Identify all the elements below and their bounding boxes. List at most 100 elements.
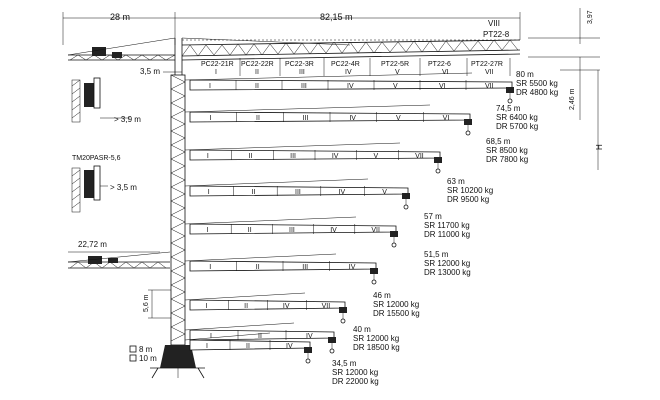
segment-label: III bbox=[303, 115, 309, 122]
hook-icon bbox=[340, 318, 346, 324]
counter-jib-2-dim: 22,72 m bbox=[78, 240, 107, 249]
config-dr: DR 11000 kg bbox=[424, 230, 470, 239]
clearance-2: > 3,5 m bbox=[110, 183, 137, 192]
trolley-icon bbox=[390, 231, 398, 237]
segment-label: I bbox=[210, 333, 212, 340]
segment-label: II bbox=[251, 189, 255, 196]
config-dr: DR 4800 kg bbox=[516, 88, 558, 97]
jib-dim: 82,15 m bbox=[320, 12, 353, 22]
segment-label: VII bbox=[415, 153, 424, 160]
segment-label: IV bbox=[349, 264, 356, 271]
config-dr: DR 22000 kg bbox=[332, 377, 379, 386]
tie-line bbox=[184, 292, 306, 301]
top-crane: 3,5 m bbox=[67, 37, 521, 76]
trolley-icon bbox=[304, 347, 312, 353]
top-model: PT22-8 bbox=[483, 30, 510, 39]
segment-label: VII bbox=[371, 227, 380, 234]
config-sr: SR 12000 kg bbox=[373, 300, 419, 309]
tie-line bbox=[184, 72, 473, 81]
config-reach: 40 m bbox=[353, 325, 371, 334]
segment-label: IV bbox=[286, 343, 293, 350]
segment-label: I bbox=[207, 153, 209, 160]
segment-label: IV bbox=[347, 83, 354, 90]
hook-icon bbox=[371, 279, 377, 285]
jib-head-roman: VI bbox=[442, 69, 449, 76]
jib-head-model: PC22-4R bbox=[331, 61, 360, 68]
config-reach: 63 m bbox=[447, 177, 465, 186]
config-sr: SR 6400 kg bbox=[496, 113, 538, 122]
tie-line bbox=[184, 142, 401, 151]
segment-label: VII bbox=[322, 303, 331, 310]
top-roman: VIII bbox=[488, 19, 500, 28]
base-8-label: 8 m bbox=[139, 345, 153, 354]
segment-label: V bbox=[396, 115, 401, 122]
trolley-icon bbox=[328, 337, 336, 343]
height-dim-mid: 2,46 m bbox=[569, 88, 576, 110]
base-10-label: 10 m bbox=[139, 354, 157, 363]
segment-label: IV bbox=[349, 115, 356, 122]
segment-label: V bbox=[374, 153, 379, 160]
config-dr: DR 18500 kg bbox=[353, 343, 400, 352]
hook-icon bbox=[391, 242, 397, 248]
jib-head-model: PT22-27R bbox=[471, 61, 503, 68]
segment-label: III bbox=[295, 189, 301, 196]
config-dr: DR 9500 kg bbox=[447, 195, 489, 204]
segment-label: I bbox=[205, 303, 207, 310]
config-reach: 46 m bbox=[373, 291, 391, 300]
segment-label: IV bbox=[339, 189, 346, 196]
hook-icon bbox=[507, 98, 513, 104]
left-side-details: > 3,9 m TM20PASR-5,6 > 3,5 m 22,72 m 5,6… bbox=[67, 77, 171, 363]
segment-label: IV bbox=[332, 153, 339, 160]
top-dimensions: 28 m 82,15 m 3,97 2,46 m H VIII PT22-8 bbox=[62, 8, 604, 170]
trolley-icon bbox=[464, 119, 472, 125]
jib-head-model: PC22-3R bbox=[285, 61, 314, 68]
segment-label: IV bbox=[330, 227, 337, 234]
trolley-icon bbox=[402, 193, 410, 199]
config-reach: 68,5 m bbox=[486, 137, 511, 146]
jib-head-model: PT22-6 bbox=[428, 61, 451, 68]
segment-label: V bbox=[382, 189, 387, 196]
config-reach: 80 m bbox=[516, 70, 534, 79]
trolley-icon bbox=[506, 87, 514, 93]
segment-label: III bbox=[302, 264, 308, 271]
config-dr: DR 7800 kg bbox=[486, 155, 528, 164]
segment-label: I bbox=[206, 343, 208, 350]
trolley-icon bbox=[370, 268, 378, 274]
segment-label: VI bbox=[439, 83, 446, 90]
segment-label: I bbox=[209, 115, 211, 122]
config-reach: 51,5 m bbox=[424, 250, 449, 259]
hook-icon bbox=[305, 358, 311, 364]
config-sr: SR 10200 kg bbox=[447, 186, 493, 195]
segment-label: I bbox=[208, 189, 210, 196]
config-sr: SR 8500 kg bbox=[486, 146, 528, 155]
segment-label: II bbox=[244, 303, 248, 310]
config-dr: DR 15500 kg bbox=[373, 309, 420, 318]
segment-label: II bbox=[258, 333, 262, 340]
segment-label: II bbox=[246, 343, 250, 350]
jib-head-roman: IV bbox=[345, 69, 352, 76]
segment-label: II bbox=[255, 83, 259, 90]
segment-label: II bbox=[256, 115, 260, 122]
clearance-1: > 3,9 m bbox=[114, 115, 141, 124]
tie-line bbox=[184, 332, 271, 341]
jib-head-roman: III bbox=[299, 69, 305, 76]
mast-section-dim: 5,6 m bbox=[143, 294, 150, 312]
jib-head-model: PC22-21R bbox=[201, 61, 234, 68]
segment-label: III bbox=[289, 227, 295, 234]
hook-icon bbox=[403, 204, 409, 210]
trolley-icon bbox=[339, 307, 347, 313]
segment-label: IV bbox=[306, 333, 313, 340]
config-reach: 74,5 m bbox=[496, 104, 521, 113]
config-reach: 57 m bbox=[424, 212, 442, 221]
segment-label: V bbox=[393, 83, 398, 90]
jib-head-roman: II bbox=[255, 69, 259, 76]
segment-label: II bbox=[248, 227, 252, 234]
